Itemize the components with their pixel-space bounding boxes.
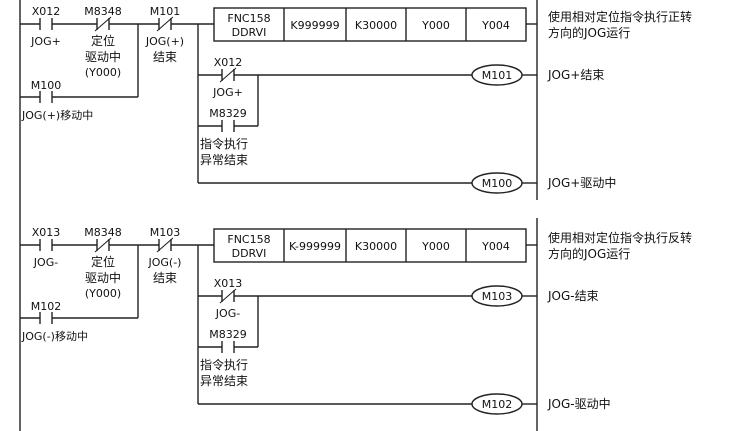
instruction-ddrvi[interactable]: FNC158 DDRVI K999999 K30000 Y000 Y004 xyxy=(213,7,527,42)
contact-device-label: X012 xyxy=(32,5,61,18)
contact-m8348[interactable] xyxy=(94,237,112,253)
coil-device-label: M100 xyxy=(482,177,513,190)
contact-comment: JOG(+) xyxy=(145,35,184,48)
coil-m102[interactable]: M102 xyxy=(471,393,523,415)
rung-2: X013 JOG- M8348 定位 驱动中 (Y000) M103 JOG(-… xyxy=(20,226,692,415)
contact-m103[interactable] xyxy=(156,237,174,253)
instruction-name: DDRVI xyxy=(232,26,267,39)
contact-x013[interactable] xyxy=(39,239,53,251)
contact-comment: 定位 xyxy=(91,254,115,269)
contact-device-label: X012 xyxy=(214,56,243,69)
contact-comment: 结束 xyxy=(153,271,177,285)
contact-device-label: M8329 xyxy=(209,328,247,341)
instruction-ddrvi[interactable]: FNC158 DDRVI K-999999 K30000 Y000 Y004 xyxy=(213,228,527,263)
contact-device-label: M103 xyxy=(150,226,181,239)
coil-comment: JOG-结束 xyxy=(547,289,599,303)
contact-device-label: M8329 xyxy=(209,107,247,120)
contact-m8329[interactable] xyxy=(221,341,235,353)
contact-comment: 指令执行 xyxy=(200,357,248,372)
rung-comment: 方向的JOG运行 xyxy=(548,25,630,40)
instruction-operand: K999999 xyxy=(290,19,339,32)
instruction-operand: K-999999 xyxy=(289,240,341,253)
contact-comment: JOG- xyxy=(33,256,58,269)
instruction-operand: Y004 xyxy=(481,240,510,253)
instruction-code: FNC158 xyxy=(227,233,270,246)
instruction-operand: Y004 xyxy=(481,19,510,32)
contact-device-label: M101 xyxy=(150,5,181,18)
contact-comment: JOG(-) xyxy=(148,256,182,269)
instruction-name: DDRVI xyxy=(232,247,267,260)
instruction-code: FNC158 xyxy=(227,12,270,25)
contact-m102[interactable] xyxy=(39,312,53,324)
contact-m8329[interactable] xyxy=(221,120,235,132)
rung-1: X012 JOG+ M8348 定位 驱动中 (Y000) M101 JOG(+… xyxy=(20,5,692,194)
contact-m101[interactable] xyxy=(156,16,174,32)
contact-device-label: M8348 xyxy=(84,226,122,239)
contact-comment: 结束 xyxy=(153,50,177,64)
contact-x012-nc[interactable] xyxy=(219,67,237,83)
coil-m100[interactable]: M100 xyxy=(471,172,523,194)
coil-device-label: M102 xyxy=(482,398,513,411)
contact-comment: 异常结束 xyxy=(200,153,248,167)
contact-comment: JOG- xyxy=(215,307,240,320)
contact-comment: 定位 xyxy=(91,33,115,48)
contact-m8348[interactable] xyxy=(94,16,112,32)
contact-comment: (Y000) xyxy=(85,287,121,300)
contact-device-label: X013 xyxy=(214,277,243,290)
contact-x012[interactable] xyxy=(39,18,53,30)
coil-m103[interactable]: M103 xyxy=(471,285,523,307)
instruction-operand: K30000 xyxy=(355,240,397,253)
contact-m100[interactable] xyxy=(39,91,53,103)
instruction-operand: K30000 xyxy=(355,19,397,32)
contact-comment: 异常结束 xyxy=(200,374,248,388)
rung-comment: 使用相对定位指令执行反转 xyxy=(548,230,692,245)
contact-comment: 指令执行 xyxy=(200,136,248,151)
contact-device-label: M100 xyxy=(31,79,62,92)
contact-device-label: M8348 xyxy=(84,5,122,18)
contact-comment: JOG(-)移动中 xyxy=(21,330,88,343)
coil-comment: JOG-驱动中 xyxy=(547,396,611,411)
contact-comment: JOG(+)移动中 xyxy=(21,109,93,122)
instruction-operand: Y000 xyxy=(421,19,450,32)
coil-m101[interactable]: M101 xyxy=(471,64,523,86)
coil-comment: JOG+结束 xyxy=(547,68,604,82)
contact-comment: 驱动中 xyxy=(85,270,121,285)
contact-device-label: X013 xyxy=(32,226,61,239)
instruction-operand: Y000 xyxy=(421,240,450,253)
rung-comment: 方向的JOG运行 xyxy=(548,246,630,261)
coil-device-label: M103 xyxy=(482,290,513,303)
contact-x013-nc[interactable] xyxy=(219,288,237,304)
coil-device-label: M101 xyxy=(482,69,513,82)
contact-comment: 驱动中 xyxy=(85,49,121,64)
contact-comment: (Y000) xyxy=(85,66,121,79)
contact-comment: JOG+ xyxy=(212,86,243,99)
rung-comment: 使用相对定位指令执行正转 xyxy=(548,9,692,24)
contact-device-label: M102 xyxy=(31,300,62,313)
contact-comment: JOG+ xyxy=(30,35,61,48)
coil-comment: JOG+驱动中 xyxy=(547,175,616,190)
